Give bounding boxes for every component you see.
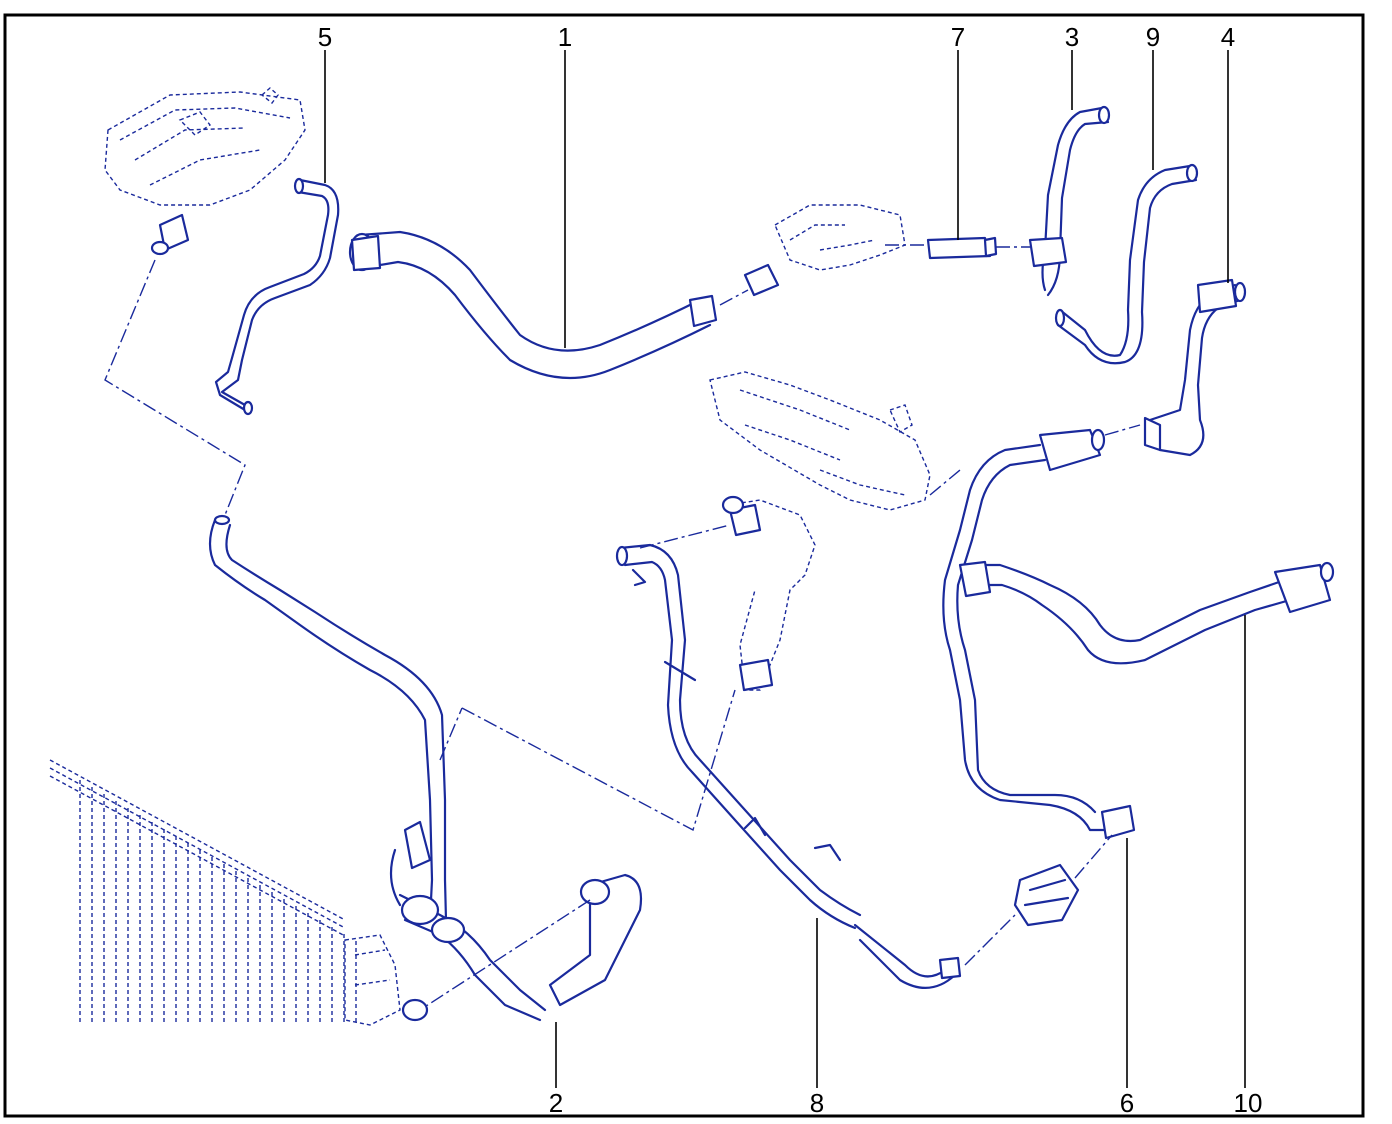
hose-9 <box>1054 163 1199 365</box>
expansion-tank <box>104 87 306 256</box>
hose-3 <box>1028 105 1111 297</box>
connection-lines <box>104 259 736 832</box>
callout-labels: 5 1 7 3 9 4 2 8 6 10 <box>318 22 1263 1118</box>
callout-10: 10 <box>1234 1088 1263 1118</box>
hose-6 <box>942 424 1141 840</box>
hose-2 <box>208 514 547 1022</box>
leader-lines <box>324 50 1246 1088</box>
hose-4 <box>1143 278 1247 457</box>
hose-7 <box>926 236 1030 260</box>
callout-9: 9 <box>1146 22 1160 52</box>
radiator <box>49 759 357 1025</box>
hose-5 <box>214 177 340 416</box>
callout-7: 7 <box>951 22 965 52</box>
hose-8 <box>615 543 1016 989</box>
callout-2: 2 <box>549 1088 563 1118</box>
water-pump <box>639 495 816 692</box>
callout-4: 4 <box>1221 22 1235 52</box>
callout-5: 5 <box>318 22 332 52</box>
callout-1: 1 <box>558 22 572 52</box>
intercooler-pipe <box>419 873 643 1011</box>
hose-1 <box>348 230 718 380</box>
callout-6: 6 <box>1120 1088 1134 1118</box>
radiator-tank <box>344 934 429 1026</box>
egr-cooler <box>709 371 961 511</box>
hose-10 <box>958 560 1335 665</box>
diagram-border <box>3 13 1365 1118</box>
callout-3: 3 <box>1065 22 1079 52</box>
coolant-valve <box>1013 834 1113 927</box>
thermostat-housing <box>719 204 930 306</box>
callout-8: 8 <box>810 1088 824 1118</box>
